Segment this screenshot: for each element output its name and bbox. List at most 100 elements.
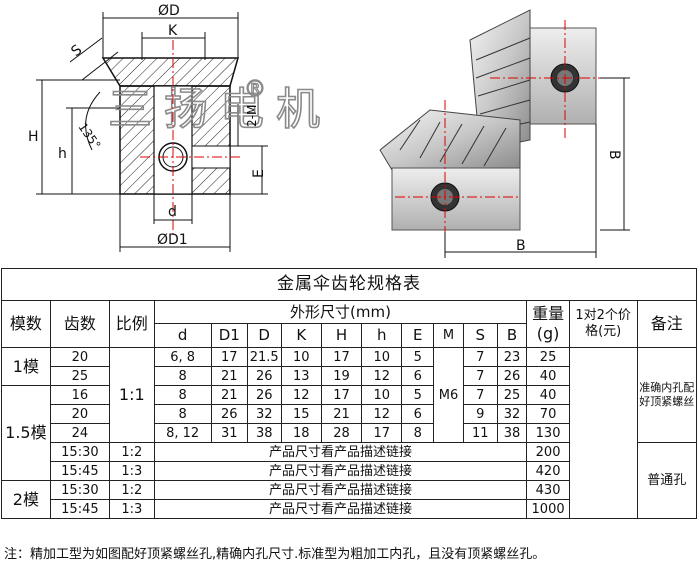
gear-pair-illustration — [379, 9, 630, 258]
weight-cell: 430 — [526, 480, 570, 500]
teeth-cell: 20 — [49, 347, 111, 367]
S-cell: 7 — [462, 385, 498, 405]
D-cell: 21.5 — [246, 347, 282, 367]
d-cell: 8 — [153, 366, 212, 386]
H-cell: 17 — [320, 347, 363, 367]
weight-cell: 1000 — [526, 499, 570, 519]
teeth-cell: 25 — [49, 366, 111, 386]
K-cell: 10 — [280, 347, 322, 367]
D1-cell: 21 — [210, 385, 248, 405]
module-cell: 1.5模 — [1, 385, 51, 481]
B-cell: 23 — [496, 347, 528, 367]
D1-cell: 21 — [210, 366, 248, 386]
teeth-cell: 15:30 — [49, 480, 111, 500]
ratio-cell: 1:3 — [109, 499, 155, 519]
watermark: 三扬电机 — [108, 84, 332, 135]
H-cell: 19 — [320, 366, 363, 386]
link-text-cell: 产品尺寸看产品描述链接 — [153, 442, 528, 462]
table-row: 15:30 1:2 产品尺寸看产品描述链接 200 普通孔 — [2, 442, 698, 519]
label-M: 2-M — [245, 105, 259, 127]
weight-cell: 40 — [526, 385, 570, 405]
weight-cell: 130 — [526, 423, 570, 443]
weight-cell: 70 — [526, 404, 570, 424]
D-cell: 26 — [246, 366, 282, 386]
E-cell: 5 — [401, 347, 435, 367]
ratio-cell: 1:2 — [109, 442, 155, 462]
weight-cell: 200 — [526, 442, 570, 462]
M-cell: M6 — [433, 347, 464, 443]
ratio-cell: 1:3 — [109, 461, 155, 481]
H-cell: 21 — [320, 404, 363, 424]
table-row: 15:45 1:3 产品尺寸看产品描述链接 420 — [2, 461, 697, 481]
label-E: E — [251, 169, 267, 178]
B-cell: 32 — [496, 404, 528, 424]
label-B-right: B — [606, 150, 622, 160]
label-135: 135° — [75, 120, 103, 152]
d-cell: 8 — [153, 404, 212, 424]
teeth-cell: 15:45 — [49, 461, 111, 481]
module-cell: 2模 — [1, 480, 51, 519]
K-cell: 12 — [280, 385, 322, 405]
E-cell: 6 — [401, 366, 435, 386]
subheader-E: E — [401, 323, 435, 348]
remark-fine: 准确内孔配好顶紧螺丝 — [636, 347, 698, 443]
E-cell: 8 — [401, 423, 435, 443]
subheader-D1: D1 — [210, 323, 248, 348]
header-ratio: 比例 — [109, 300, 155, 348]
header-price: 1对2个价格(元) — [568, 300, 638, 348]
teeth-cell: 24 — [49, 423, 111, 443]
table-row: 25 8 21 26 13 19 12 6 7 26 40 — [2, 366, 697, 386]
label-H: H — [28, 129, 39, 145]
label-d: d — [168, 204, 177, 220]
dimension-lines — [36, 12, 268, 252]
B-cell: 25 — [496, 385, 528, 405]
d-cell: 8, 12 — [153, 423, 212, 443]
label-D: ØD — [158, 3, 180, 19]
D-cell: 26 — [246, 385, 282, 405]
D1-cell: 17 — [210, 347, 248, 367]
B-cell: 26 — [496, 366, 528, 386]
D1-cell: 31 — [210, 423, 248, 443]
teeth-cell: 20 — [49, 404, 111, 424]
label-B-bottom: B — [516, 238, 526, 254]
D1-cell: 26 — [210, 404, 248, 424]
D-cell: 38 — [246, 423, 282, 443]
S-cell: 7 — [462, 347, 498, 367]
footnote: 注：精加工型为如图配好顶紧螺丝孔,精确内孔尺寸.标准型为粗加工内孔，且没有顶紧螺… — [4, 547, 546, 562]
section-view — [101, 40, 240, 235]
E-cell: 6 — [401, 404, 435, 424]
subheader-d: d — [153, 323, 212, 348]
header-remark: 备注 — [636, 300, 698, 348]
teeth-cell: 16 — [49, 385, 111, 405]
header-teeth: 齿数 — [49, 300, 111, 348]
remark-plain: 普通孔 — [636, 442, 698, 519]
teeth-cell: 15:30 — [49, 442, 111, 462]
S-cell: 11 — [462, 423, 498, 443]
spec-table: 金属伞齿轮规格表 模数 齿数 比例 外形尺寸(mm) 重量(g) 1对2个价格(… — [1, 268, 698, 519]
link-text-cell: 产品尺寸看产品描述链接 — [153, 480, 528, 500]
registered-mark: ® — [244, 77, 266, 102]
link-text-cell: 产品尺寸看产品描述链接 — [153, 461, 528, 481]
header-weight: 重量(g) — [526, 300, 570, 348]
h-cell: 10 — [361, 385, 403, 405]
table-title: 金属伞齿轮规格表 — [1, 268, 697, 301]
d-cell: 6, 8 — [153, 347, 212, 367]
label-D1: ØD1 — [157, 232, 188, 248]
subheader-M: M — [433, 323, 464, 348]
h-cell: 12 — [361, 404, 403, 424]
ratio-cell: 1:1 — [109, 347, 155, 443]
gear-technical-drawing: 三扬电机 ® ØD K S 135° H h 2-M E d ØD1 B B — [28, 3, 630, 258]
table-row: 2模 15:30 1:2 产品尺寸看产品描述链接 430 — [1, 480, 697, 519]
ratio-cell: 1:2 — [109, 480, 155, 500]
B-cell: 38 — [496, 423, 528, 443]
subheader-K: K — [280, 323, 322, 348]
link-text-cell: 产品尺寸看产品描述链接 — [153, 499, 528, 519]
S-cell: 9 — [462, 404, 498, 424]
header-dims: 外形尺寸(mm) — [153, 300, 528, 324]
subheader-H: H — [320, 323, 363, 348]
h-cell: 12 — [361, 366, 403, 386]
E-cell: 5 — [401, 385, 435, 405]
d-cell: 8 — [153, 385, 212, 405]
subheader-S: S — [462, 323, 498, 348]
S-cell: 7 — [462, 366, 498, 386]
